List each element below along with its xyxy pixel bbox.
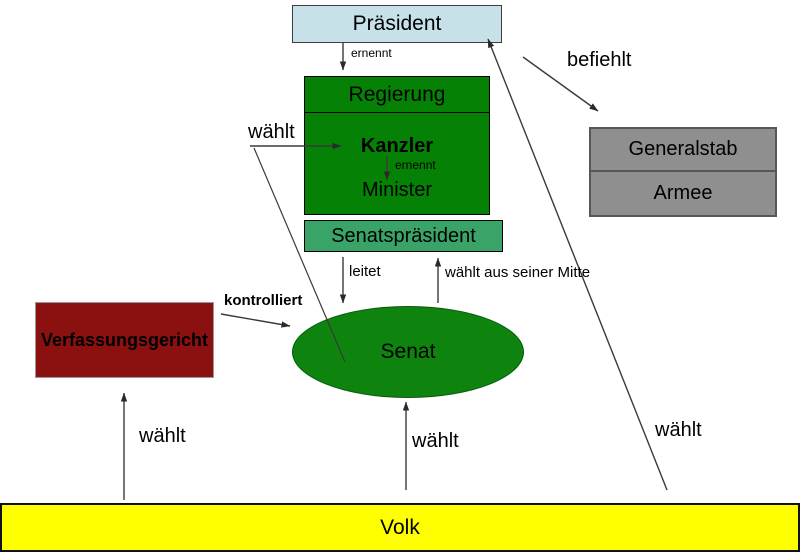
node-senatspraesident-label: Senatspräsident (331, 224, 476, 247)
edge-label-befiehlt: befiehlt (567, 49, 632, 71)
node-senatspraesident: Senatspräsident (304, 220, 503, 252)
node-kanzler-label: Kanzler (360, 135, 434, 157)
node-generalstab-label: Generalstab (591, 129, 775, 172)
edge-label-waehlt-aus-seiner-mitte: wählt aus seiner Mitte (445, 264, 591, 281)
node-generalstab-armee: Generalstab Armee (589, 127, 777, 217)
node-verfassungsgericht: Verfassungsgericht (35, 302, 214, 378)
edge-label-waehlt-kanzler: wählt (248, 121, 295, 143)
edge-label-leitet: leitet (349, 263, 381, 280)
edge-label-waehlt-verfassungsgericht: wählt (139, 425, 186, 447)
arrow-verfassungsgericht-kontrolliert-senat (220, 313, 291, 328)
edge-label-ernennt-inner: ernennt (395, 158, 436, 172)
node-volk-label: Volk (380, 515, 420, 539)
node-praesident-label: Präsident (352, 12, 442, 35)
node-senat-ellipse: Senat (292, 306, 524, 398)
node-praesident: Präsident (292, 5, 502, 43)
edge-label-kontrolliert: kontrolliert (224, 292, 303, 309)
edge-label-ernennt-top: ernennt (351, 46, 392, 60)
edge-label-waehlt-senat: wählt (412, 430, 459, 452)
node-regierung: Regierung Kanzler Minister (304, 76, 490, 215)
node-senat-label: Senat (380, 340, 436, 363)
node-regierung-title: Regierung (305, 77, 489, 113)
node-minister-label: Minister (361, 179, 432, 201)
node-volk: Volk (0, 503, 800, 552)
node-armee-label: Armee (653, 182, 713, 204)
edge-label-waehlt-praesident: wählt (655, 419, 702, 441)
node-verfassungsgericht-label: Verfassungsgericht (40, 329, 209, 350)
